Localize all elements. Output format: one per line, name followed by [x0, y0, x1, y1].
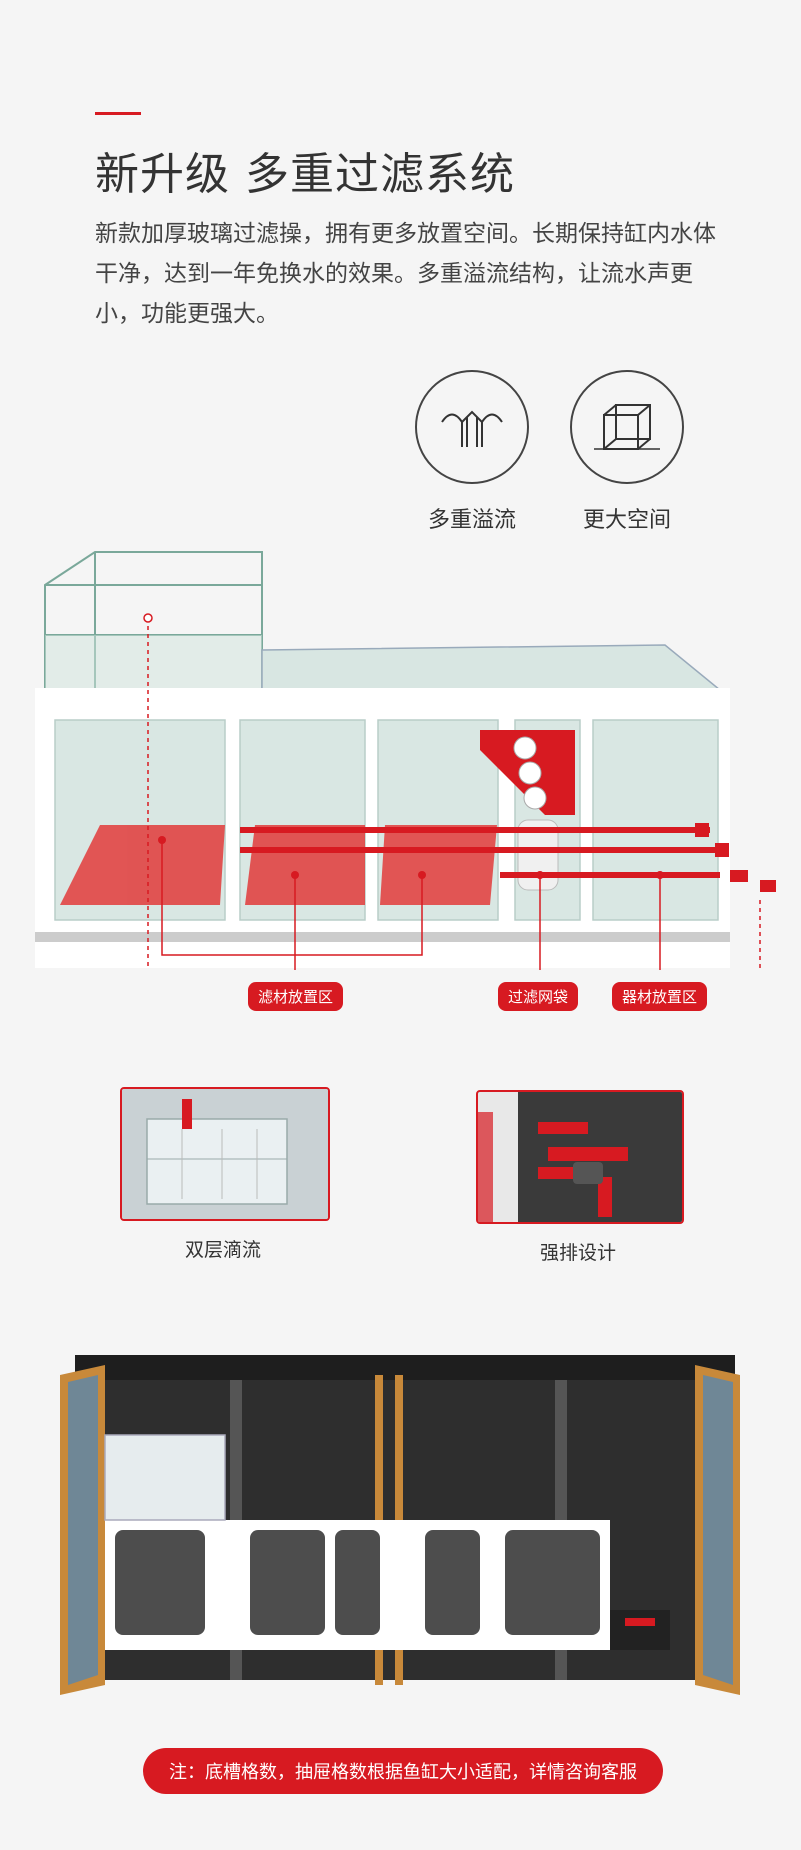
thumb-drain: [476, 1090, 684, 1224]
feature-space: 更大空间: [557, 370, 697, 534]
feature-label: 多重溢流: [427, 508, 516, 533]
drip-tray-image: [122, 1089, 328, 1219]
accent-line: [95, 112, 141, 115]
feature-label: 更大空间: [582, 508, 671, 533]
sump-diagram: [35, 551, 776, 970]
tag-filter-bag: 过滤网袋: [498, 982, 579, 1011]
drain-valve-image: [478, 1092, 682, 1222]
tag-equipment: 器材放置区: [612, 982, 708, 1011]
note-banner: 注：底槽格数，抽屉格数根据鱼缸大小适配，详情咨询客服: [143, 1748, 663, 1794]
overflow-icon: [415, 370, 529, 484]
description: 新款加厚玻璃过滤操，拥有更多放置空间。长期保持缸内水体干净，达到一年免换水的效果…: [95, 221, 716, 327]
tag-filter-media: 滤材放置区: [248, 982, 344, 1011]
cube-icon: [570, 370, 684, 484]
feature-overflow: 多重溢流: [402, 370, 542, 534]
caption-drain: 强排设计: [539, 1242, 616, 1264]
caption-drip: 双层滴流: [184, 1239, 261, 1261]
cabinet-image: [60, 1355, 740, 1695]
thumb-drip: [120, 1087, 330, 1221]
page-title: 新升级 多重过滤系统: [95, 149, 515, 200]
